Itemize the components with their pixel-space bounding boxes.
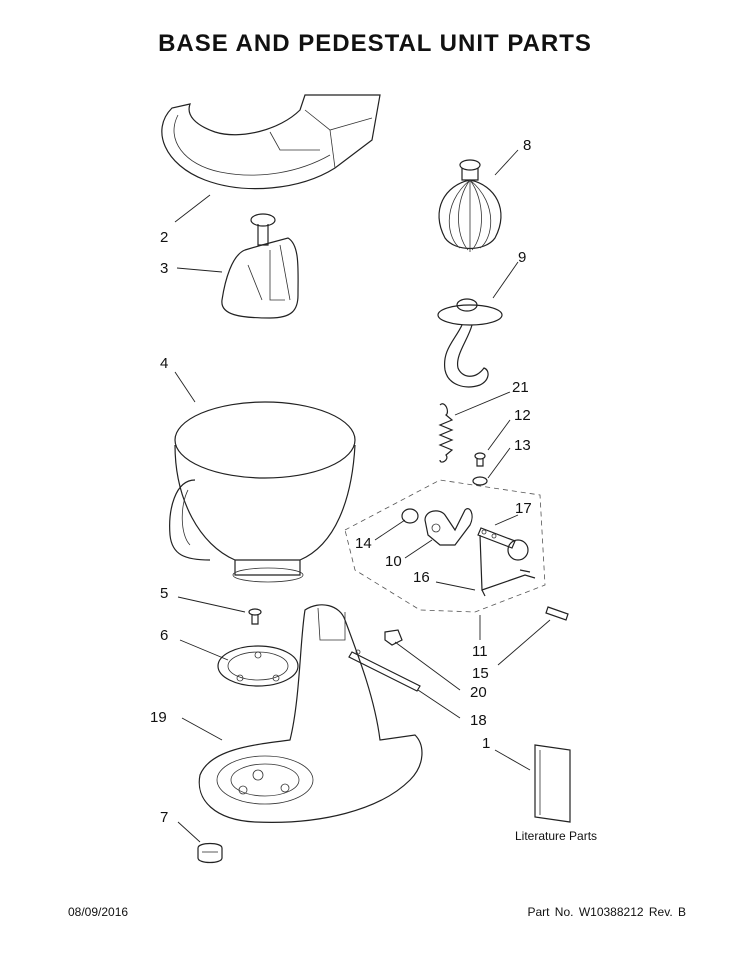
callout-17: 17	[515, 500, 532, 517]
callout-4: 4	[160, 355, 168, 372]
callout-16: 16	[413, 569, 430, 586]
pouring-shield-part	[161, 94, 381, 190]
callout-21: 21	[512, 379, 529, 396]
callout-2: 2	[160, 229, 168, 246]
callout-5: 5	[160, 585, 168, 602]
flat-beater-part	[221, 213, 299, 319]
callout-10: 10	[385, 553, 402, 570]
page-title: BASE AND PEDESTAL UNIT PARTS	[158, 30, 592, 57]
literature-part	[534, 744, 571, 823]
callout-19: 19	[150, 709, 167, 726]
callout-1: 1	[482, 735, 490, 752]
footer-part-number: Part No. W10388212 Rev. B	[527, 905, 686, 919]
rubber-foot-part	[197, 842, 223, 864]
mixing-bowl-part	[169, 401, 356, 583]
callout-6: 6	[160, 627, 168, 644]
callout-20: 20	[470, 684, 487, 701]
callout-12: 12	[514, 407, 531, 424]
spring-part	[438, 403, 454, 463]
assembly-outline	[344, 479, 546, 613]
callout-7: 7	[160, 809, 168, 826]
screw-part	[248, 608, 262, 625]
washer-part-small	[401, 508, 419, 524]
footer-date: 08/09/2016	[68, 905, 129, 919]
callout-13: 13	[514, 437, 531, 454]
hinge-pin-small-part	[545, 606, 569, 621]
callout-3: 3	[160, 260, 168, 277]
literature-parts-label: Literature Parts	[515, 829, 597, 843]
callout-9: 9	[518, 249, 526, 266]
callout-11: 11	[472, 643, 488, 660]
lever-bracket-part	[424, 508, 473, 546]
clamping-plate-part	[217, 645, 299, 687]
callout-8: 8	[523, 137, 531, 154]
hinge-pin-part	[348, 649, 421, 692]
wire-whip-part	[438, 159, 502, 252]
control-rod-part	[479, 534, 536, 597]
leader-lines	[174, 149, 551, 843]
dough-hook-part	[437, 298, 503, 388]
callout-18: 18	[470, 712, 487, 729]
speed-lever-part	[477, 527, 529, 561]
callout-15: 15	[472, 665, 489, 682]
callout-14: 14	[355, 535, 372, 552]
pedestal-base-part	[198, 604, 423, 823]
small-screw-part	[474, 452, 486, 467]
clip-part	[384, 629, 403, 646]
washer-part	[472, 476, 488, 486]
